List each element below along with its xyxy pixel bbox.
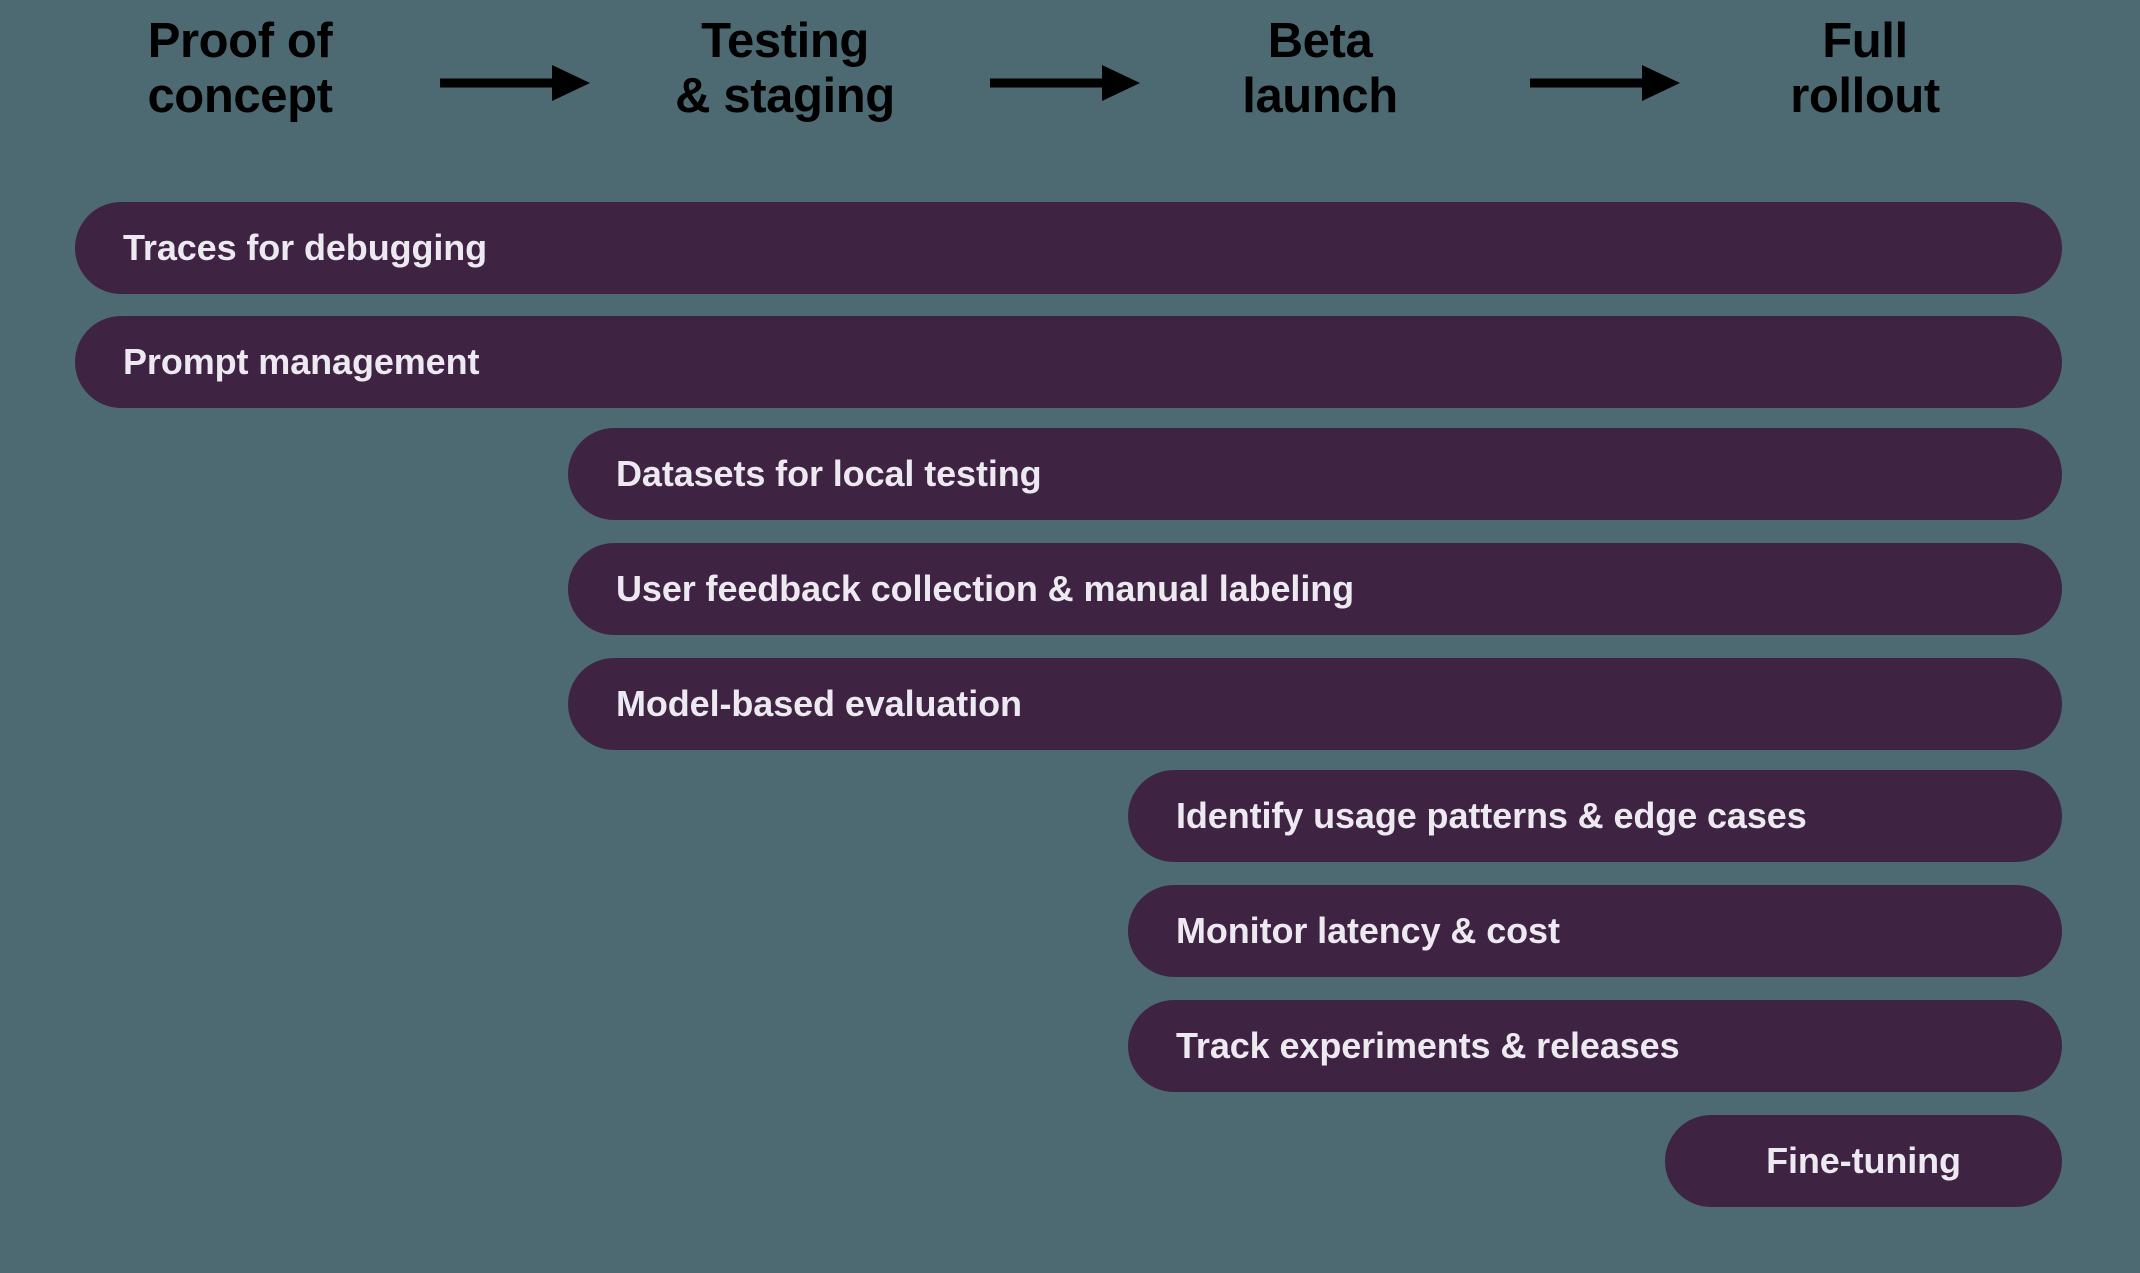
timeline-bar-label: Model-based evaluation bbox=[616, 683, 1022, 724]
timeline-bar[interactable]: Prompt management bbox=[75, 316, 2062, 408]
timeline-bar[interactable]: Track experiments & releases bbox=[1128, 1000, 2062, 1092]
timeline-bar-label: Traces for debugging bbox=[123, 227, 488, 268]
timeline-bar[interactable]: Identify usage patterns & edge cases bbox=[1128, 770, 2062, 862]
timeline-bar[interactable]: Monitor latency & cost bbox=[1128, 885, 2062, 977]
timeline-bar-label: Prompt management bbox=[123, 341, 480, 382]
phase-label-testing-and-staging: Testing & staging bbox=[675, 14, 895, 123]
arrow-testing-to-beta-icon bbox=[990, 60, 1140, 106]
timeline-bar-label: Datasets for local testing bbox=[616, 453, 1042, 494]
timeline-bar-label: Fine-tuning bbox=[1766, 1140, 1961, 1181]
timeline-bar-label: Identify usage patterns & edge cases bbox=[1176, 795, 1807, 836]
timeline-bar-label: User feedback collection & manual labeli… bbox=[616, 568, 1355, 609]
arrow-poc-to-testing-icon bbox=[440, 60, 590, 106]
timeline-bar-label: Track experiments & releases bbox=[1176, 1025, 1680, 1066]
phase-label-proof-of-concept: Proof of concept bbox=[147, 14, 333, 123]
arrow-beta-to-rollout-icon bbox=[1530, 60, 1680, 106]
phase-label-beta-launch: Beta launch bbox=[1242, 14, 1398, 123]
timeline-bar[interactable]: Model-based evaluation bbox=[568, 658, 2062, 750]
timeline-bar-label: Monitor latency & cost bbox=[1176, 910, 1560, 951]
phase-header-row: Proof of concept Testing & staging Beta … bbox=[0, 0, 2140, 160]
timeline-bar[interactable]: User feedback collection & manual labeli… bbox=[568, 543, 2062, 635]
timeline-bar[interactable]: Traces for debugging bbox=[75, 202, 2062, 294]
timeline-bar[interactable]: Fine-tuning bbox=[1665, 1115, 2062, 1207]
phase-label-full-rollout: Full rollout bbox=[1790, 14, 1940, 123]
timeline-bar[interactable]: Datasets for local testing bbox=[568, 428, 2062, 520]
